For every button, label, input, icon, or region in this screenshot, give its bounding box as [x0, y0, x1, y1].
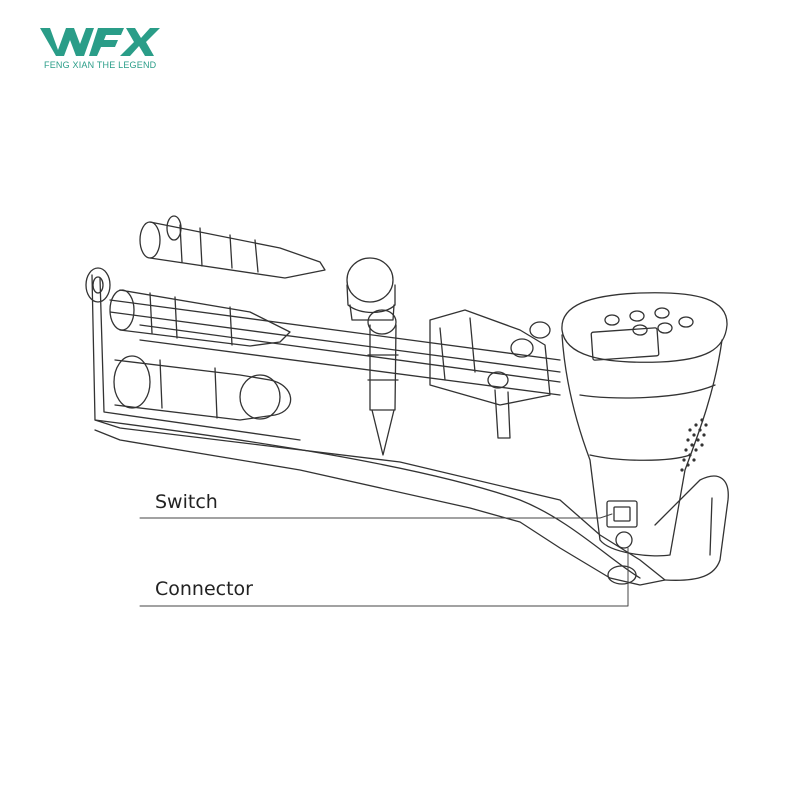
control-button-icon[interactable]: [657, 322, 673, 334]
control-button-icon[interactable]: [604, 314, 620, 326]
control-button-icon[interactable]: [654, 307, 670, 319]
foot-pad: [607, 565, 637, 585]
syringe-bottom: [113, 355, 292, 421]
speaker-grille: [680, 418, 708, 472]
dropper-bulb: [346, 257, 396, 321]
wfx-logo-mark-icon: [40, 28, 160, 56]
power-connector-port: [615, 531, 633, 549]
connector-label: Connector: [155, 578, 253, 600]
switch-label: Switch: [155, 491, 218, 513]
carriage-clamp: [429, 309, 551, 439]
guide-rails: [109, 299, 561, 396]
control-button-icon[interactable]: [678, 316, 694, 328]
brand-tagline: FENG XIAN THE LEGEND: [44, 60, 157, 70]
syringe-middle: [109, 289, 291, 347]
control-button-icon[interactable]: [632, 324, 648, 336]
switch-leader-line: [139, 513, 613, 519]
syringe-top: [139, 215, 326, 279]
power-switch-housing: [606, 500, 638, 528]
callout-lines: [139, 513, 629, 607]
controller-unit: [561, 292, 728, 585]
power-switch[interactable]: [613, 506, 631, 522]
dropper-tube: [367, 309, 399, 456]
control-button-icon[interactable]: [629, 310, 645, 322]
controller-display: [590, 327, 660, 361]
brand-logo: FENG XIAN THE LEGEND: [40, 24, 180, 74]
base-frame: [85, 267, 729, 586]
connector-leader-line: [139, 547, 629, 607]
